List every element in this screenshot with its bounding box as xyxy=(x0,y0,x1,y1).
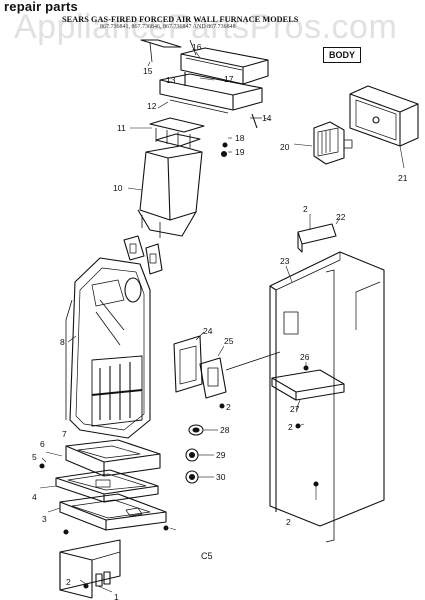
part-23-valve-bracket xyxy=(173,335,203,393)
model-numbers: 867.736841, 867.736846, 867.736847 AND 8… xyxy=(100,24,236,30)
callout-13b: 14 xyxy=(262,113,272,123)
callout-1: 1 xyxy=(114,592,119,600)
callout-13a: 13 xyxy=(166,75,176,85)
callout-23: 24 xyxy=(203,326,213,336)
diagram-code: C5 xyxy=(201,551,213,561)
callout-6: 6 xyxy=(40,439,45,449)
part-14-rod xyxy=(140,39,182,63)
callout-26: 27 xyxy=(290,404,300,414)
callout-10: 10 xyxy=(113,183,123,193)
callout-12: 12 xyxy=(147,101,157,111)
callout-2c: 2 xyxy=(288,422,293,432)
part-27-knob xyxy=(188,424,204,436)
part-29-knob xyxy=(185,470,199,484)
part-20-bracket xyxy=(349,85,419,147)
part-24-gas-valve xyxy=(199,351,281,399)
part-8-heat-exchanger xyxy=(65,257,151,439)
callout-14: 15 xyxy=(143,66,153,76)
callout-17: 18 xyxy=(235,133,245,143)
callout-16: 17 xyxy=(224,74,234,84)
callout-7: 7 xyxy=(62,429,67,439)
part-1-bottom-panel xyxy=(59,539,121,599)
part-28-knob xyxy=(185,448,199,462)
callout-24: 25 xyxy=(224,336,234,346)
callout-5: 5 xyxy=(32,452,37,462)
part-12-collar xyxy=(159,73,263,114)
part-19-transformer xyxy=(313,121,353,165)
part-10-flue-pipe xyxy=(137,145,203,238)
callout-29: 30 xyxy=(216,472,226,482)
callout-2d: 2 xyxy=(286,517,291,527)
callout-11: 11 xyxy=(117,123,126,133)
callout-labels: 15 16 13 17 12 14 11 18 19 20 21 10 2 22… xyxy=(32,42,408,600)
diagram-title: SEARS GAS-FIRED FORCED AIR WALL FURNACE … xyxy=(62,15,299,24)
section-label-box: BODY xyxy=(323,47,361,63)
part-7-base-pan xyxy=(65,439,161,477)
callout-15: 16 xyxy=(192,42,202,52)
callout-3: 3 xyxy=(42,514,47,524)
callout-20: 21 xyxy=(398,173,408,183)
callout-19: 20 xyxy=(280,142,290,152)
part-6-frame xyxy=(55,469,159,503)
part-13-pins xyxy=(184,72,262,129)
part-15-top-housing xyxy=(180,39,269,85)
callout-27: 28 xyxy=(220,425,230,435)
page-heading: repair parts xyxy=(4,0,78,14)
leader-lines xyxy=(39,51,405,593)
callout-28: 29 xyxy=(216,450,226,460)
callout-8: 8 xyxy=(60,337,65,347)
part-3-bottom-plate xyxy=(59,493,167,531)
part-21-bracket xyxy=(297,223,337,253)
callout-4: 4 xyxy=(32,492,37,502)
callout-2e: 2 xyxy=(66,577,71,587)
callout-22: 23 xyxy=(280,256,290,266)
part-22-cabinet xyxy=(269,251,385,543)
gasket-plates xyxy=(123,235,163,275)
callout-25: 26 xyxy=(300,352,310,362)
callout-2a: 2 xyxy=(303,204,308,214)
callout-2b: 2 xyxy=(226,402,231,412)
callout-21: 22 xyxy=(336,212,346,222)
part-11-gasket xyxy=(149,117,205,148)
callout-18: 19 xyxy=(235,147,245,157)
part-26-shelf xyxy=(271,369,345,401)
